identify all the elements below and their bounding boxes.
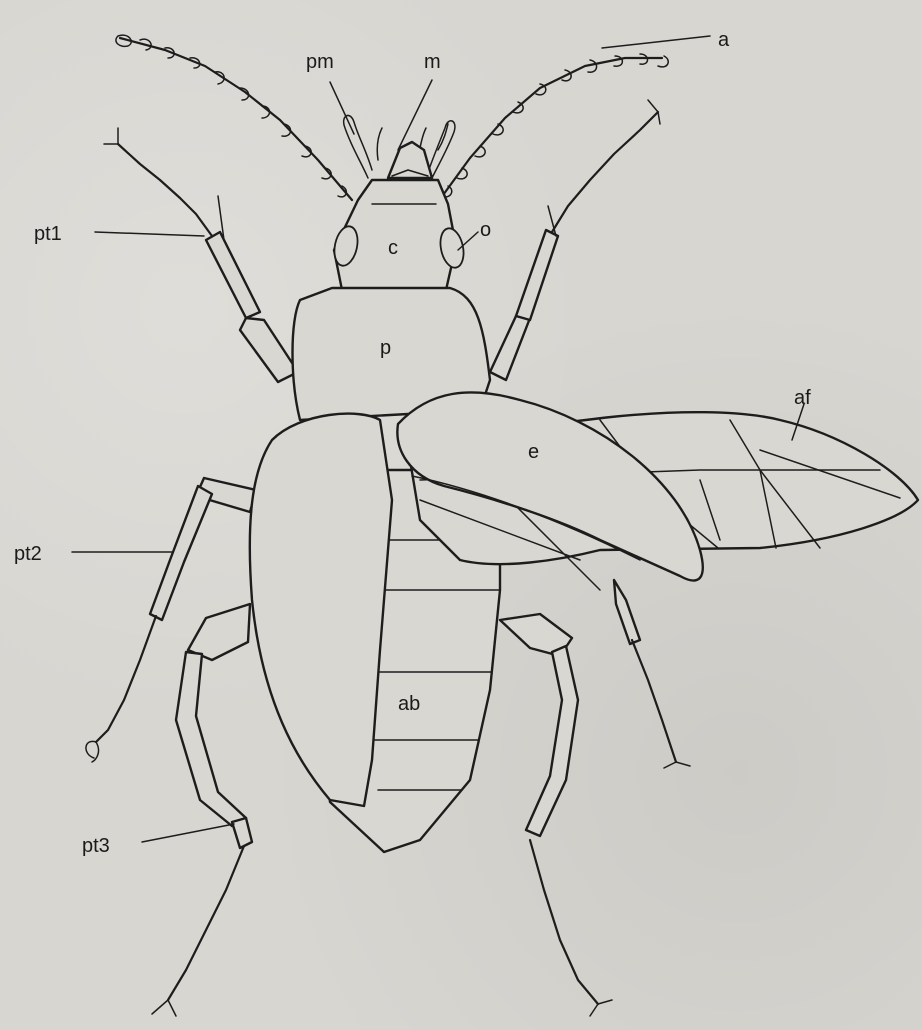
hind-left-leg	[152, 604, 252, 1016]
label-mandible: m	[424, 51, 441, 73]
label-elytron: e	[528, 441, 539, 463]
label-foreleg: pt1	[34, 223, 62, 245]
label-abdomen: ab	[398, 693, 420, 715]
label-hind-wing: af	[794, 387, 811, 409]
label-antenna: a	[718, 29, 730, 51]
front-left-leg	[104, 128, 298, 382]
label-palp: pm	[306, 51, 334, 73]
hind-right-leg	[500, 614, 612, 1016]
mandibles	[388, 142, 432, 178]
label-head: c	[388, 237, 398, 259]
front-right-leg	[490, 100, 660, 380]
label-hindleg: pt3	[82, 835, 110, 857]
label-pronotum: p	[380, 337, 391, 359]
middle-right-leg	[614, 580, 690, 768]
label-midleg: pt2	[14, 543, 42, 565]
right-antenna	[438, 54, 668, 202]
label-eye: o	[480, 219, 491, 241]
left-elytron	[250, 414, 392, 806]
